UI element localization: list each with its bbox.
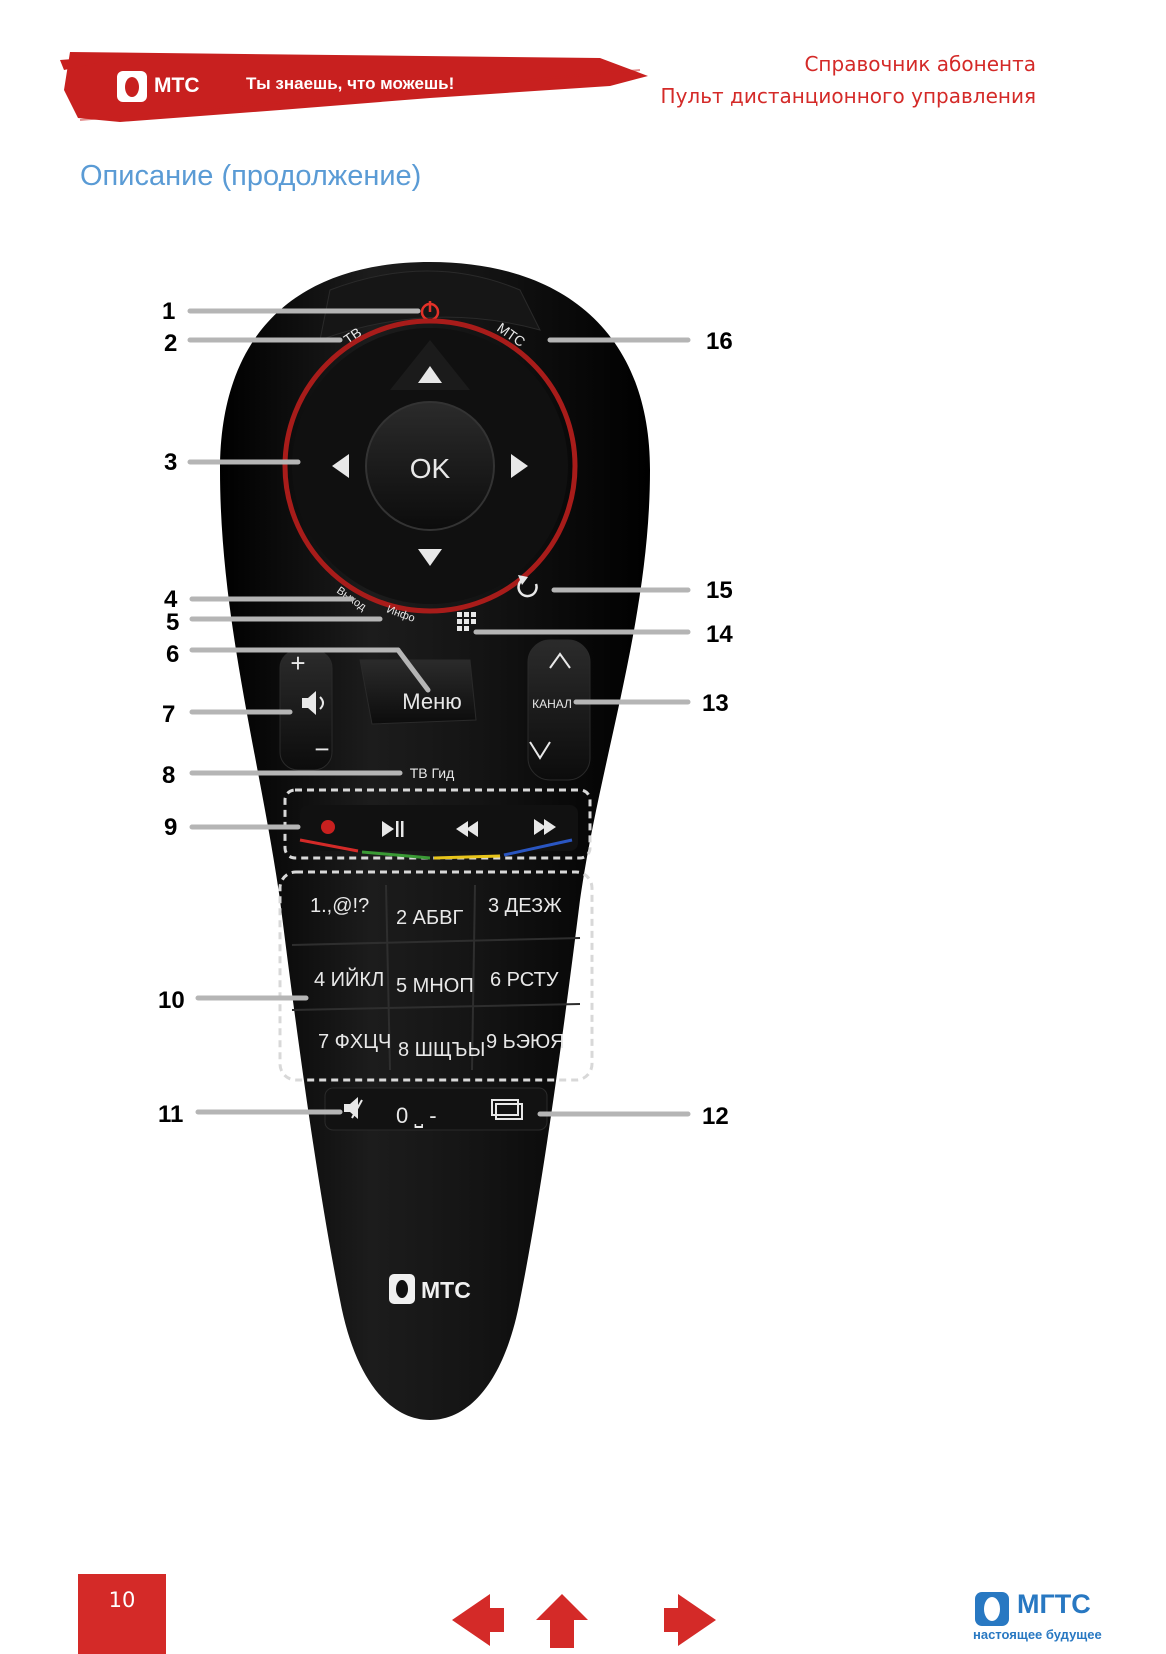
next-page-button[interactable] — [664, 1594, 716, 1646]
ok-button — [365, 401, 495, 531]
record-icon — [321, 820, 335, 834]
callout-numbers: 1 2 3 4 5 6 7 8 9 10 11 12 13 14 15 16 — [158, 298, 733, 1130]
mgts-logo-text: МГТС — [1017, 1589, 1091, 1619]
callout-4: 4 — [164, 586, 178, 613]
key-9: 9 ЬЭЮЯ — [486, 1031, 565, 1053]
doc-title: Справочник абонента — [804, 52, 1036, 76]
channel-label: КАНАЛ — [532, 697, 572, 711]
callout-8: 8 — [162, 762, 175, 789]
right-arrow-icon — [511, 454, 528, 478]
key-5: 5 МНОП — [396, 975, 474, 997]
guide-label: ТВ Гид — [410, 765, 455, 781]
key-7: 7 ФХЦЧ — [318, 1031, 391, 1053]
callout-3: 3 — [164, 449, 177, 476]
play-pause-icon — [382, 821, 404, 837]
volume-plus: + — [290, 648, 305, 678]
key-3: 3 ДЕЗЖ — [488, 895, 562, 917]
navigation-ring — [282, 318, 578, 614]
right-arrow-icon — [664, 1594, 716, 1646]
mgts-logo-icon — [975, 1592, 1009, 1626]
fast-forward-icon — [534, 819, 556, 835]
key-0: 0 ⎵ - — [396, 1103, 437, 1128]
home-button[interactable] — [536, 1594, 588, 1648]
callout-16: 16 — [706, 328, 733, 355]
callout-2: 2 — [164, 330, 177, 357]
up-arrow-icon — [418, 366, 442, 383]
channel-down-icon — [529, 741, 551, 760]
key-8: 8 ШЩЪЫ — [398, 1039, 485, 1061]
page-number-box — [78, 1574, 166, 1654]
callout-lines — [187, 308, 691, 1117]
ok-label: OK — [410, 453, 451, 484]
key-4: 4 ИЙКЛ — [314, 967, 384, 991]
callout-13: 13 — [702, 690, 729, 717]
section-title: Описание (продолжение) — [80, 160, 422, 192]
up-arrow-icon — [536, 1594, 588, 1648]
mute-icon — [344, 1097, 363, 1119]
rewind-icon — [456, 821, 478, 837]
left-arrow-icon — [452, 1594, 504, 1646]
keypad-grid — [291, 884, 581, 1071]
doc-subtitle: Пульт дистанционного управления — [660, 84, 1036, 108]
callout-10: 10 — [158, 987, 185, 1014]
apps-icon — [457, 612, 476, 631]
aspect-icon — [491, 1099, 523, 1120]
mts-logo-text: МТС — [154, 74, 200, 97]
callout-9: 9 — [164, 814, 177, 841]
down-arrow-icon — [418, 549, 442, 566]
callout-12: 12 — [702, 1103, 729, 1130]
remote-brand-label: МТС — [421, 1277, 471, 1303]
key-2: 2 АБВГ — [396, 907, 463, 929]
callout-7: 7 — [162, 701, 175, 728]
header-brush-banner — [60, 52, 648, 122]
volume-icon — [302, 691, 324, 715]
callout-14: 14 — [706, 621, 733, 648]
left-arrow-icon — [332, 454, 349, 478]
keypad-labels: 1.,@!? 2 АБВГ 3 ДЕЗЖ 4 ИЙКЛ 5 МНОП 6 РСТ… — [310, 895, 565, 1061]
key-6: 6 РСТУ — [490, 969, 559, 991]
header-slogan: Ты знаешь, что можешь! — [246, 74, 455, 93]
prev-page-button[interactable] — [452, 1594, 504, 1646]
footer-navigation — [452, 1594, 716, 1648]
callout-1: 1 — [162, 298, 175, 325]
menu-label: Меню — [402, 689, 461, 714]
back-icon — [517, 575, 538, 598]
page-number: 10 — [108, 1588, 136, 1612]
callout-5: 5 — [166, 609, 179, 636]
callout-6: 6 — [166, 641, 179, 668]
callout-11: 11 — [158, 1101, 183, 1128]
callout-15: 15 — [706, 577, 733, 604]
volume-minus: − — [314, 734, 329, 764]
channel-up-icon — [549, 652, 571, 669]
key-1: 1.,@!? — [310, 895, 369, 917]
mgts-tagline: настоящее будущее — [973, 1627, 1102, 1642]
